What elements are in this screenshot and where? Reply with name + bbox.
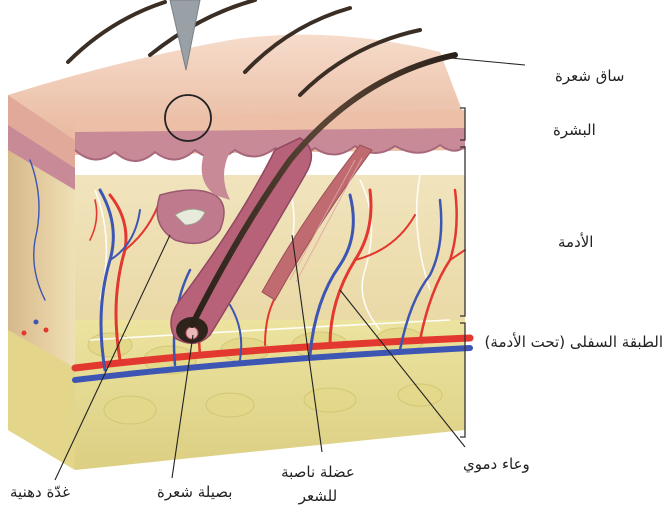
leader-hair-shaft	[440, 57, 525, 65]
label-hair-bulb: بصيلة شعرة	[157, 480, 232, 504]
epidermis-layer	[75, 128, 465, 161]
label-epidermis: البشرة	[553, 118, 596, 142]
label-sebaceous-gland: غدّة دهنية	[10, 480, 70, 504]
label-dermis: الأدمة	[558, 230, 593, 254]
label-hypodermis: الطبقة السفلى (تحت الأدمة)	[478, 330, 663, 354]
label-blood-vessel: وعاء دموي	[463, 452, 530, 476]
label-hair-shaft: ساق شعرة	[555, 64, 625, 88]
label-arrector-pili: عضلة ناصبة للشعر	[268, 460, 368, 508]
